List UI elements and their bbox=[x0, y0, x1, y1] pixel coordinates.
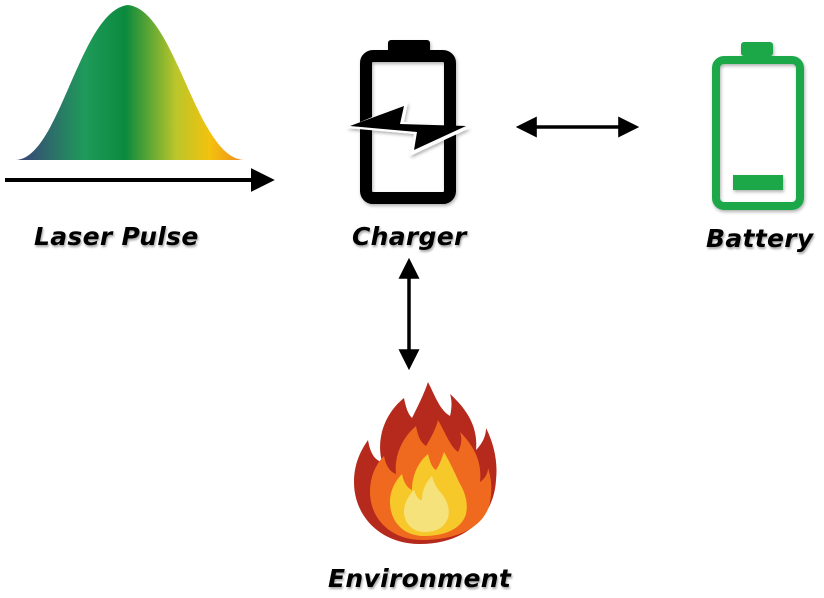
environment-label: Environment bbox=[328, 564, 512, 593]
charger-label: Charger bbox=[352, 222, 467, 251]
low-battery-icon bbox=[712, 42, 804, 210]
laser-pulse-label: Laser Pulse bbox=[34, 222, 199, 251]
battery-label: Battery bbox=[706, 224, 814, 253]
fire-icon bbox=[354, 382, 497, 544]
charging-battery-icon bbox=[346, 40, 470, 204]
gaussian-pulse-icon bbox=[16, 5, 244, 160]
